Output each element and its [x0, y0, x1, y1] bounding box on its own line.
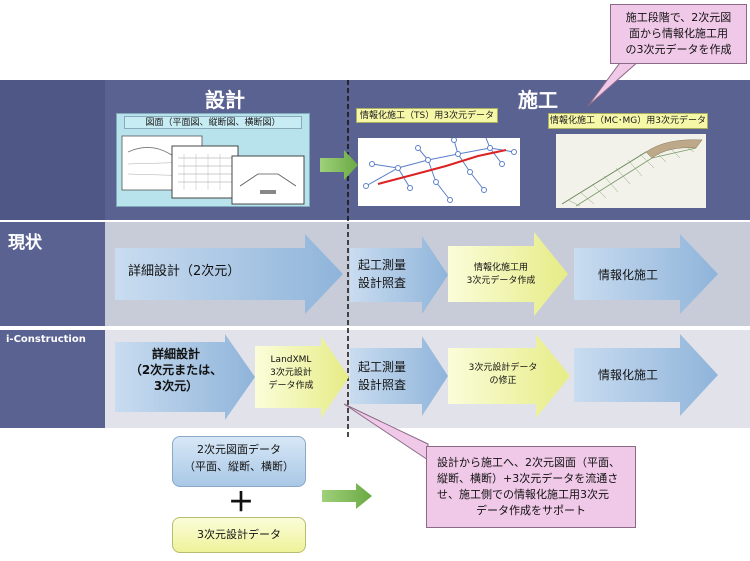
current-arrow-3d-data-text: 情報化施工用 3次元データ作成 — [466, 263, 536, 287]
drawing-label: 図面（平面図、縦断図、横断図） — [124, 116, 302, 129]
top-callout: 施工段階で、2次元図 面から情報化施工用 の3次元データを作成 — [610, 4, 747, 64]
bottom-callout-line-3: せ、施工側での情報化施工用3次元 — [437, 487, 609, 501]
icon-arrow-3d-modify — [448, 334, 570, 418]
icon-arrow-info-construction-text: 情報化施工 — [598, 368, 659, 382]
bottom-callout-line-1: 設計から施工へ、2次元図面（平面、 — [437, 456, 620, 469]
current-arrow-survey — [350, 236, 448, 314]
current-arrow-3d-data — [448, 232, 568, 316]
icon-arrow-info-construction — [574, 334, 718, 416]
icon-arrow-landxml-text: LandXML 3次元設計 データ作成 — [268, 355, 314, 392]
current-row-label: 現状 — [8, 233, 42, 253]
design-title: 設計 — [205, 88, 245, 112]
bottom-callout: 設計から施工へ、2次元図面（平面、 縦断、横断）+3次元データを流通さ せ、施工… — [426, 446, 636, 528]
legend-plus: ＋ — [228, 488, 255, 518]
bottom-callout-line-4: データ作成をサポート — [476, 503, 586, 517]
top-callout-line-1: 施工段階で、2次元図 — [625, 11, 732, 24]
legend-green-arrow — [322, 483, 372, 509]
icon-arrow-survey-text: 起工測量 設計照査 — [358, 360, 407, 392]
current-arrow-survey-text: 起工測量 設計照査 — [358, 258, 407, 290]
ts-network-illustration — [358, 138, 520, 206]
bottom-callout-line-2: 縦断、横断）+3次元データを流通さ — [437, 471, 619, 485]
icon-arrow-detailed-design-text: 詳細設計 （2次元または、 3次元） — [129, 347, 223, 394]
top-callout-line-3: の3次元データを作成 — [625, 42, 732, 56]
legend-2d-box — [172, 436, 306, 487]
iconstruction-row-label-cell — [0, 330, 105, 428]
iconstruction-row-label: i-Construction — [6, 334, 86, 345]
header-left-cell — [0, 80, 105, 220]
icon-arrow-survey — [350, 336, 448, 416]
construction-title: 施工 — [518, 88, 558, 112]
top-callout-pointer — [587, 60, 641, 107]
ts-data-label: 情報化施工（TS）用3次元データ — [356, 108, 498, 123]
current-row-label-cell — [0, 222, 105, 326]
legend-3d-box — [172, 517, 306, 553]
phase-divider — [347, 80, 349, 440]
mcmg-terrain-illustration — [556, 134, 706, 208]
top-callout-line-2: 面から情報化施工用 — [629, 26, 728, 40]
legend-3d-text: 3次元設計データ — [197, 528, 281, 541]
drawing-sheets-illustration — [121, 135, 305, 205]
current-arrow-info-construction-text: 情報化施工 — [598, 268, 659, 282]
current-arrow-info-construction — [574, 234, 718, 314]
current-arrow-detailed-design-text: 詳細設計（2次元） — [128, 264, 241, 279]
icon-arrow-detailed-design — [115, 334, 255, 420]
current-arrow-detailed-design — [115, 234, 343, 314]
header-green-arrow — [320, 150, 358, 180]
icon-arrow-landxml — [255, 336, 349, 418]
icon-arrow-3d-modify-text: 3次元設計データ の修正 — [468, 363, 538, 387]
legend-2d-text: 2次元図面データ （平面、縦断、横断） — [184, 443, 294, 473]
mcmg-data-label: 情報化施工（MC･MG）用3次元データ — [548, 113, 708, 129]
